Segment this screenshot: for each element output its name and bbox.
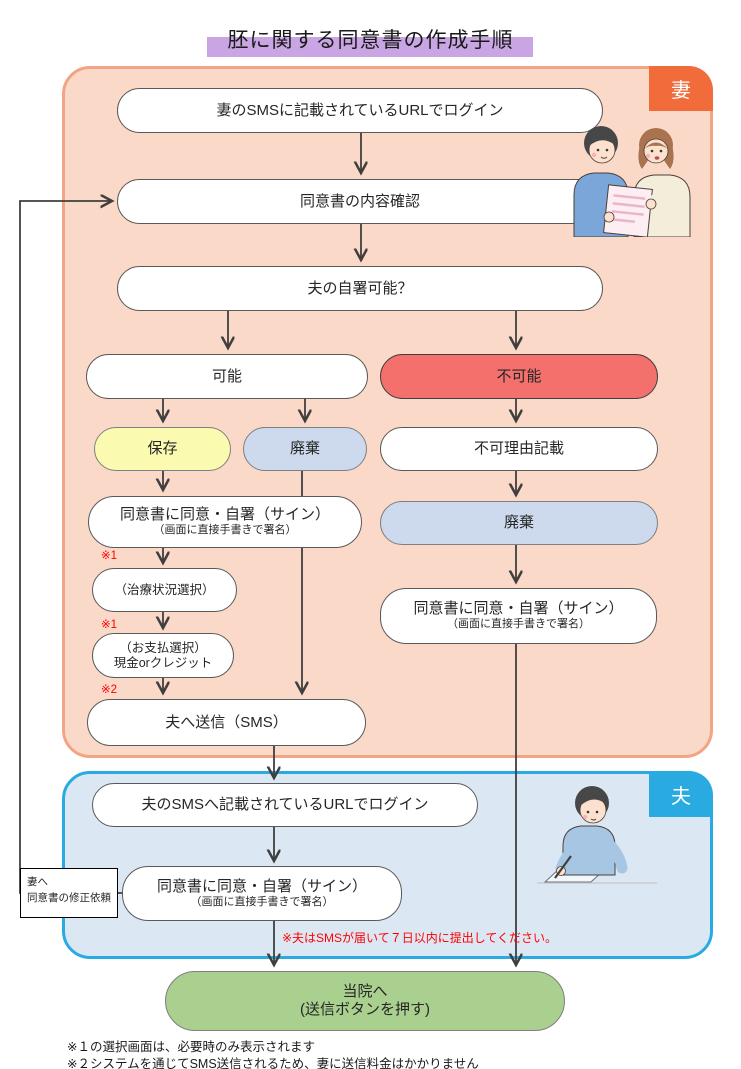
wife-sign-subtitle: （画面に直接手書きで署名） [153, 524, 297, 537]
deadline-note: ※夫はSMSが届いて７日以内に提出してください。 [282, 931, 557, 945]
footnote-1: ※１の選択画面は、必要時のみ表示されます [67, 1040, 315, 1054]
node-impossible-reason: 不可理由記載 [380, 427, 658, 471]
node-send-to-husband: 夫へ送信（SMS） [87, 699, 366, 746]
title-highlight [207, 37, 533, 57]
payment-line2: 現金orクレジット [113, 655, 213, 670]
husband-sign-subtitle: （画面に直接手書きで署名） [190, 895, 334, 908]
husband-sign-title: 同意書に同意・自署（サイン） [156, 877, 367, 895]
node-wife-login: 妻のSMSに記載されているURLでログイン [117, 88, 603, 133]
ref-mark-send: ※2 [101, 684, 118, 696]
node-husband-signature-question: 夫の自署可能？ [117, 266, 603, 311]
ref-mark-treatment: ※1 [101, 550, 118, 562]
revision-request-line1: 妻へ [27, 876, 48, 888]
node-wife-sign: 同意書に同意・自署（サイン） （画面に直接手書きで署名） [88, 496, 362, 548]
node-payment-selection: （お支払選択） 現金orクレジット [92, 633, 234, 678]
husband-tab-label: 夫 [671, 785, 691, 808]
sign-right-title: 同意書に同意・自署（サイン） [413, 600, 624, 618]
revision-request-label: 妻へ 同意書の修正依頼 [20, 868, 118, 918]
node-husband-sign: 同意書に同意・自署（サイン） （画面に直接手書きで署名） [122, 866, 402, 921]
sign-right-subtitle: （画面に直接手書きで署名） [447, 618, 590, 631]
page-title: 胚に関する同意書の作成手順 [227, 29, 514, 52]
clinic-line2: (送信ボタンを押す) [300, 1001, 430, 1018]
couple-reading-illustration [573, 126, 691, 237]
revision-request-line2: 同意書の修正依頼 [27, 891, 111, 904]
node-treatment-selection: （治療状況選択） [92, 568, 237, 612]
node-impossible: 不可能 [380, 354, 658, 399]
wife-sign-title: 同意書に同意・自署（サイン） [119, 506, 330, 524]
node-husband-login: 夫のSMSへ記載されているURLでログイン [92, 783, 478, 827]
node-discard-left: 廃棄 [243, 427, 367, 471]
node-possible: 可能 [86, 354, 368, 399]
husband-tab: 夫 [649, 771, 713, 817]
husband-writing-illustration [537, 786, 657, 884]
wife-tab-label: 妻 [671, 80, 691, 102]
node-save: 保存 [94, 427, 231, 471]
ref-mark-payment: ※1 [101, 619, 118, 631]
payment-line1: （お支払選択） [119, 640, 207, 655]
clinic-line1: 当院へ [342, 983, 388, 1000]
wife-tab: 妻 [649, 66, 713, 111]
node-clinic-submit: 当院へ (送信ボタンを押す) [165, 971, 565, 1031]
node-discard-right: 廃棄 [380, 501, 658, 545]
footnote-2: ※２システムを通じてSMS送信されるため、妻に送信料金はかかりません [67, 1057, 479, 1069]
node-confirm-contents: 同意書の内容確認 [117, 179, 603, 224]
node-sign-right: 同意書に同意・自署（サイン） （画面に直接手書きで署名） [380, 588, 657, 644]
